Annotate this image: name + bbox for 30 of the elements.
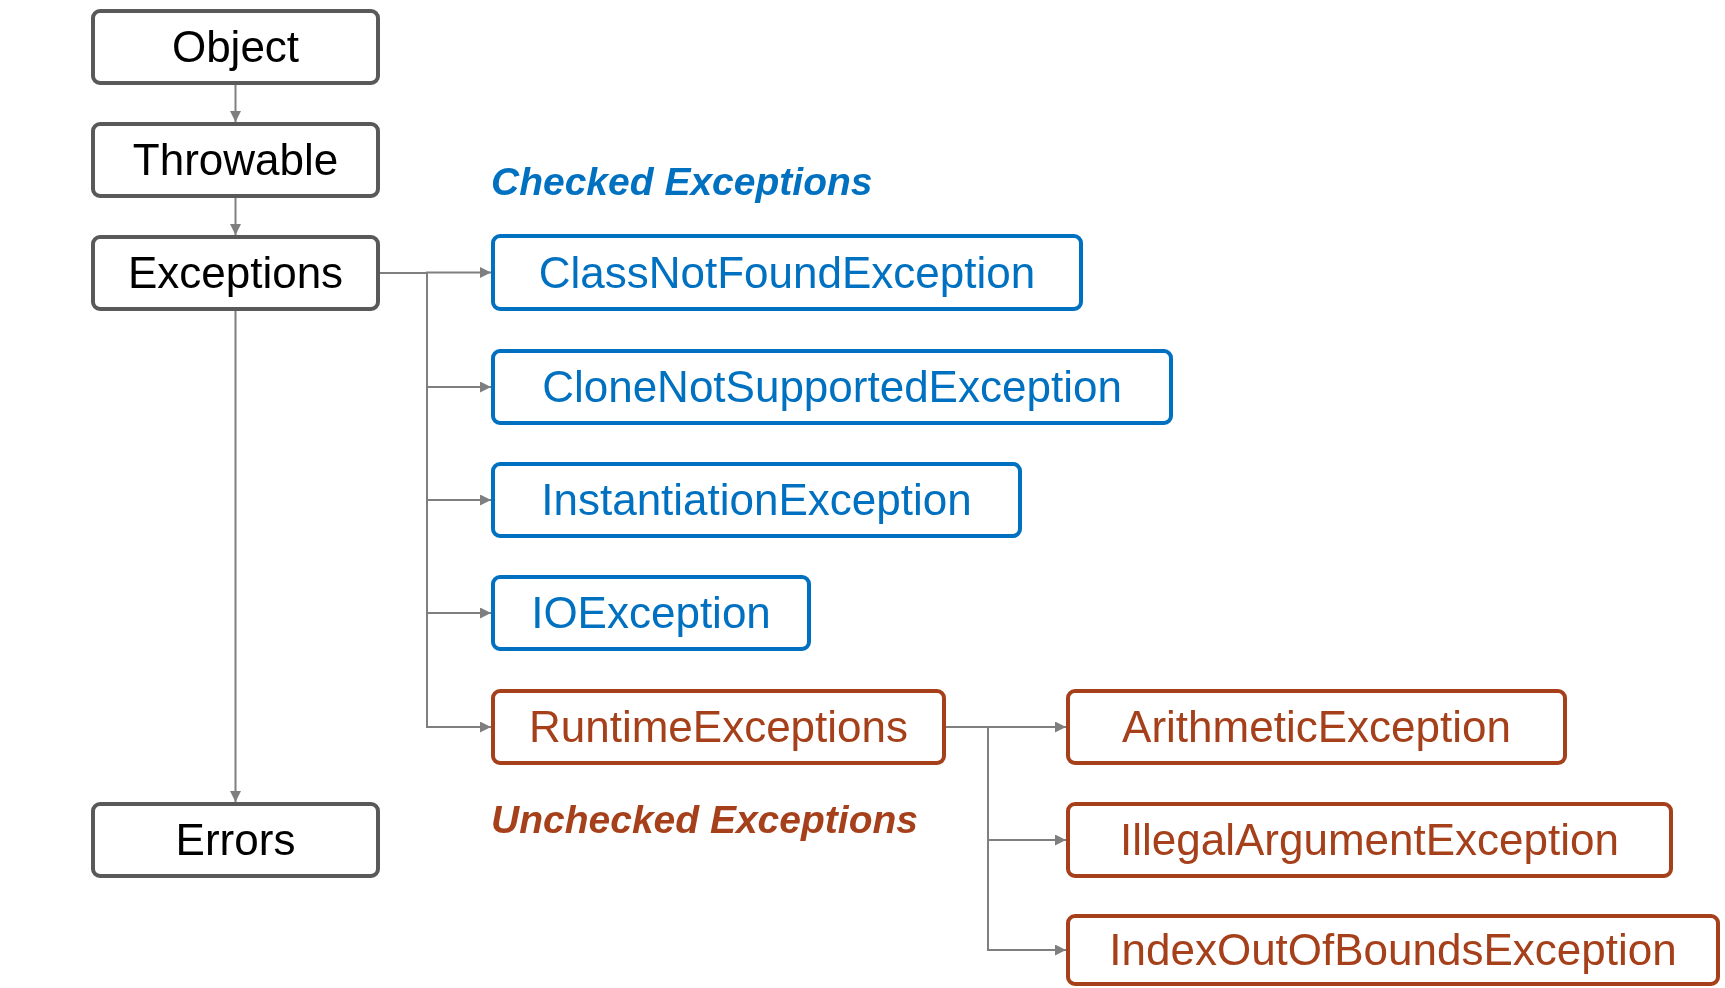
class-name: Exceptions	[127, 248, 344, 298]
class-box	[491, 462, 1022, 538]
connector-arrow	[945, 726, 1067, 956]
class-box	[1066, 802, 1673, 878]
class-box	[491, 689, 946, 765]
group-heading: Unchecked Exceptions	[491, 798, 918, 842]
class-name: RuntimeExceptions	[528, 702, 909, 752]
class-name: Throwable	[132, 135, 339, 185]
class-box	[1066, 689, 1567, 765]
class-box	[491, 349, 1173, 425]
class-name: IllegalArgumentException	[1120, 815, 1619, 865]
class-name: CloneNotSupportedException	[542, 362, 1122, 412]
class-name: IndexOutOfBoundsException	[1109, 925, 1677, 975]
class-box	[491, 575, 811, 651]
class-box	[91, 122, 380, 198]
class-name: Errors	[175, 815, 296, 865]
class-box	[491, 234, 1083, 311]
class-name: IOException	[531, 588, 771, 638]
class-name: Object	[171, 22, 300, 72]
class-box	[91, 9, 380, 85]
connector-arrow	[230, 197, 241, 236]
connector-arrow	[230, 310, 241, 803]
class-box	[91, 235, 380, 311]
class-name: ArithmeticException	[1122, 702, 1511, 752]
class-name: InstantiationException	[541, 475, 972, 525]
class-name: ClassNotFoundException	[538, 247, 1036, 298]
connector-arrow	[230, 84, 241, 123]
class-box	[1066, 914, 1720, 986]
group-heading: Checked Exceptions	[491, 160, 873, 204]
class-box	[91, 802, 380, 878]
